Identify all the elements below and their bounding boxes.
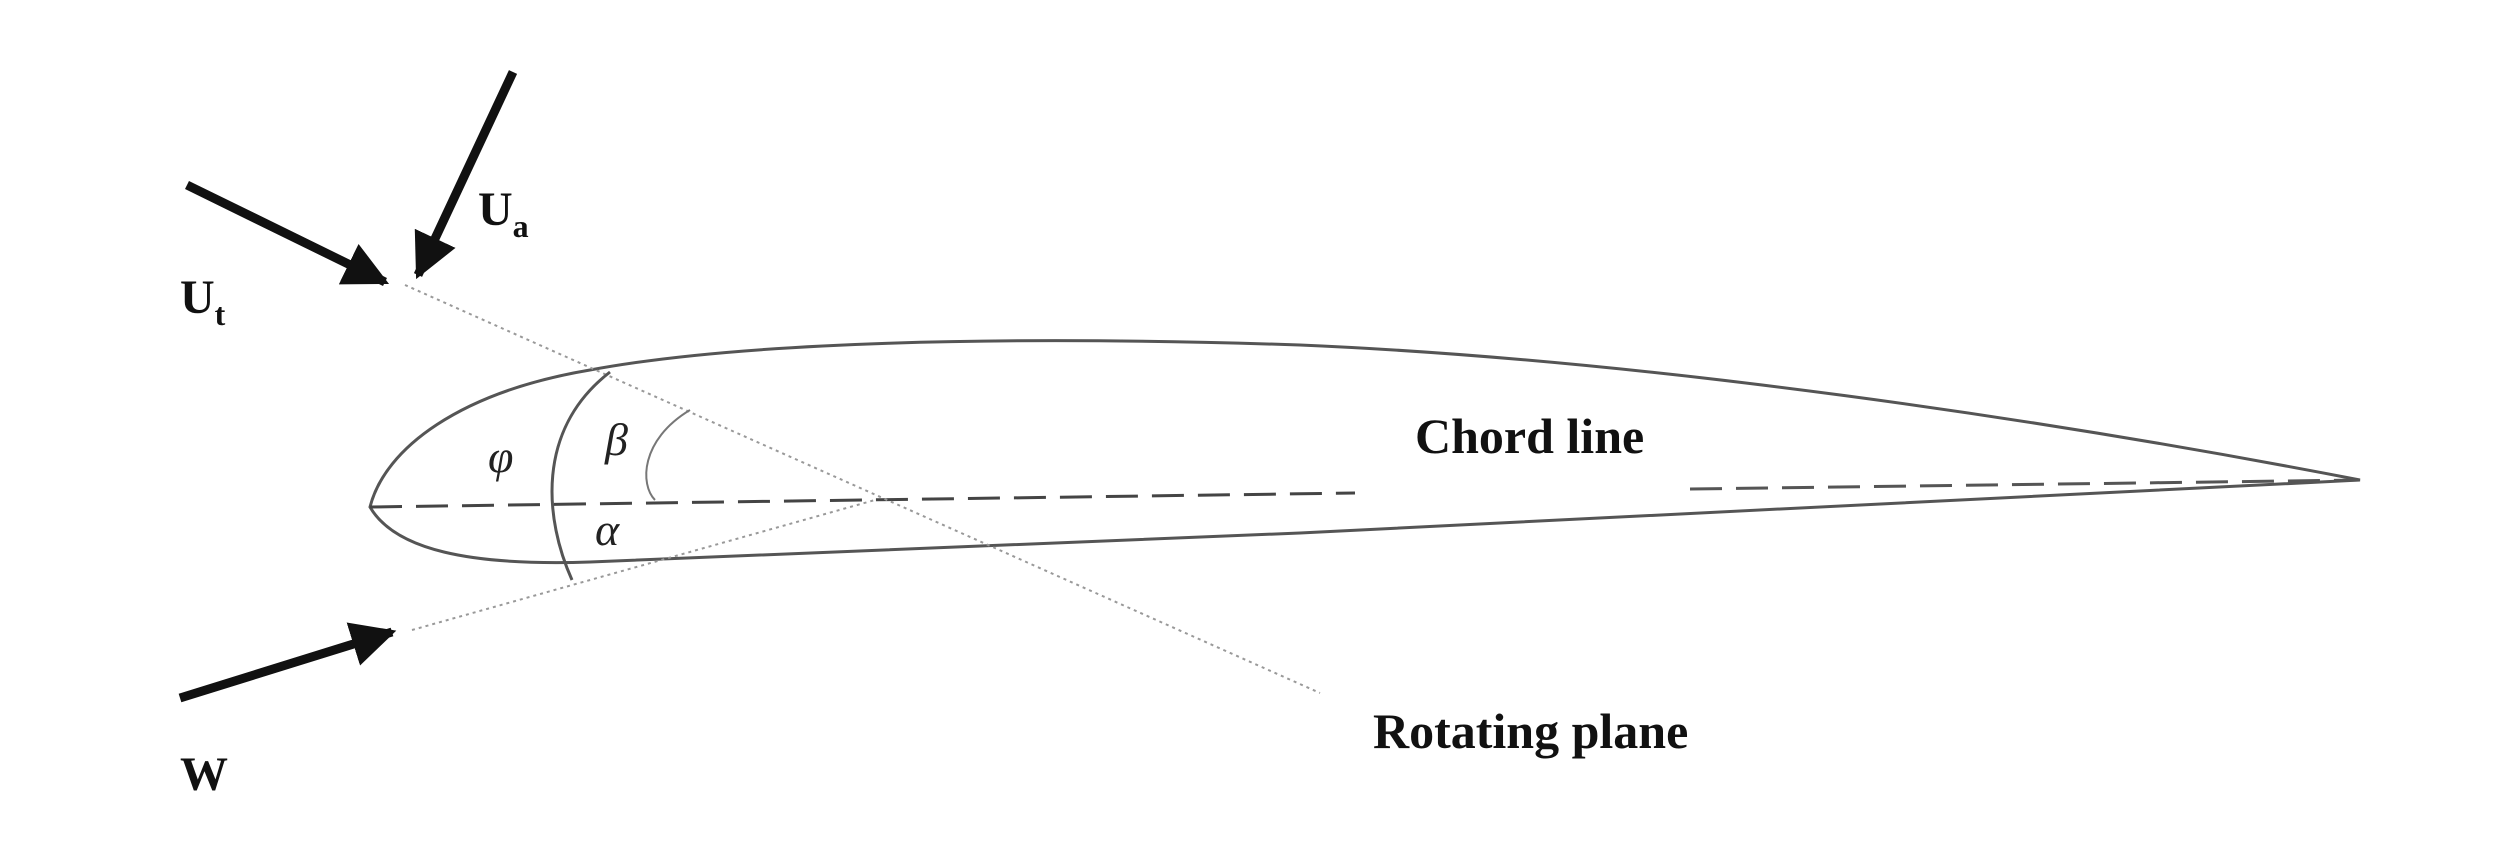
w-label: W (180, 748, 228, 801)
phi-symbol: φ (488, 431, 513, 482)
chord-line-label: Chord line (1415, 408, 1644, 464)
beta-symbol: β (604, 414, 628, 465)
relative-wind-line (411, 499, 876, 631)
phi-arc (550, 370, 611, 581)
chord-line-trailing (1689, 478, 2361, 491)
rotating-plane-label: Rotating plane (1373, 703, 1688, 759)
ua-subscript: a (513, 208, 529, 244)
rotating-plane-line (404, 284, 1321, 694)
ua-arrow (413, 70, 518, 280)
ua-label: Ua (478, 183, 529, 244)
ut-subscript: t (215, 296, 226, 332)
w-arrow (178, 622, 397, 703)
ut-arrow (185, 180, 390, 287)
beta-arc (645, 409, 691, 501)
alpha-symbol: α (595, 504, 620, 555)
ut-label: Ut (180, 271, 226, 332)
chord-line (369, 491, 1356, 509)
